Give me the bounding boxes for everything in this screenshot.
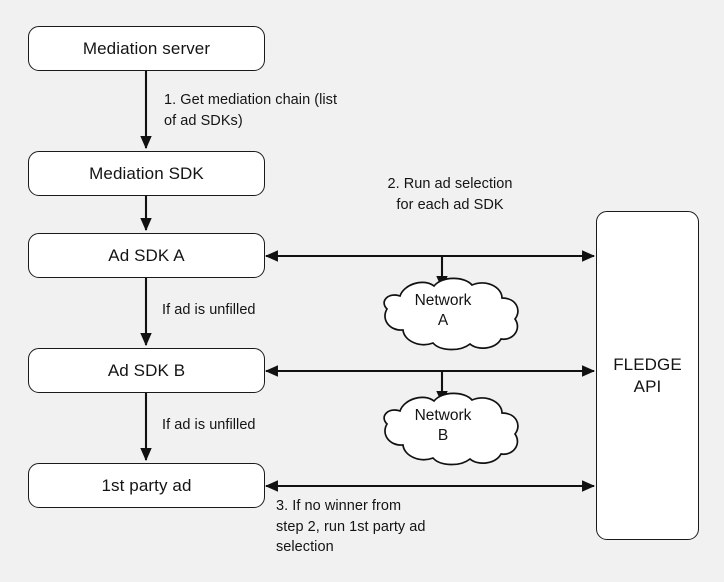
node-fledge-api-label: FLEDGE API: [613, 355, 682, 396]
edge-label-step-3: 3. If no winner from step 2, run 1st par…: [276, 498, 426, 556]
edge-label-unfilled-a: If ad is unfilled: [162, 302, 256, 318]
node-ad-sdk-b[interactable]: Ad SDK B: [28, 348, 265, 393]
node-mediation-sdk[interactable]: Mediation SDK: [28, 151, 265, 196]
node-mediation-sdk-label: Mediation SDK: [89, 163, 204, 183]
node-fledge-api[interactable]: FLEDGE API: [596, 211, 699, 540]
node-first-party-ad-label: 1st party ad: [101, 475, 192, 495]
node-ad-sdk-a-label: Ad SDK A: [108, 245, 185, 265]
node-first-party-ad[interactable]: 1st party ad: [28, 463, 265, 508]
edge-label-step-1: 1. Get mediation chain (list of ad SDKs): [164, 92, 338, 129]
node-ad-sdk-b-label: Ad SDK B: [107, 360, 186, 380]
network-b-cloud-shape: [383, 392, 519, 466]
node-mediation-server[interactable]: Mediation server: [28, 26, 265, 71]
edge-label-unfilled-b: If ad is unfilled: [162, 417, 256, 433]
network-a-cloud-shape: [383, 277, 519, 351]
node-mediation-server-label: Mediation server: [82, 38, 211, 58]
edge-label-step-2: 2. Run ad selection for each ad SDK: [387, 176, 513, 213]
node-ad-sdk-a[interactable]: Ad SDK A: [28, 233, 265, 278]
